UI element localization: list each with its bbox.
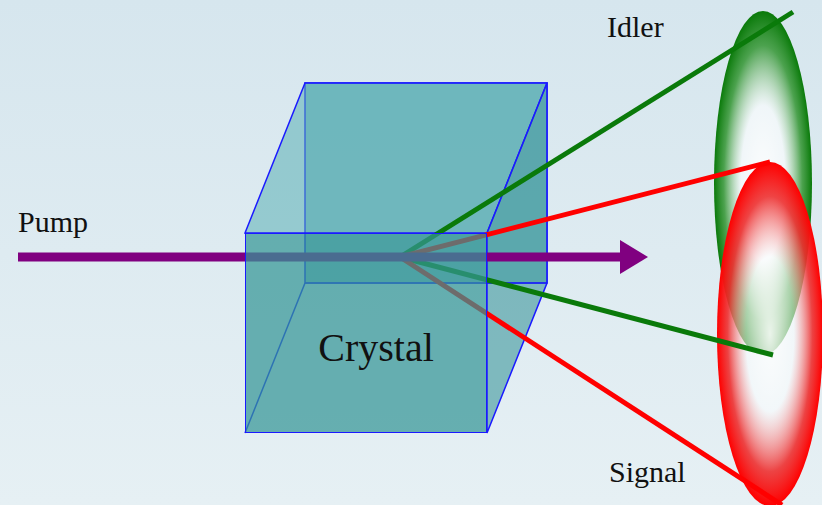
crystal-box: Crystal bbox=[245, 233, 487, 433]
signal-label: Signal bbox=[609, 455, 686, 490]
pump-arrowhead bbox=[620, 240, 648, 274]
idler-ray bbox=[400, 12, 793, 257]
crystal-label: Crystal bbox=[318, 326, 434, 370]
pump-label: Pump bbox=[18, 205, 88, 240]
idler-label: Idler bbox=[607, 10, 664, 45]
signal-cone-ring bbox=[717, 162, 822, 505]
